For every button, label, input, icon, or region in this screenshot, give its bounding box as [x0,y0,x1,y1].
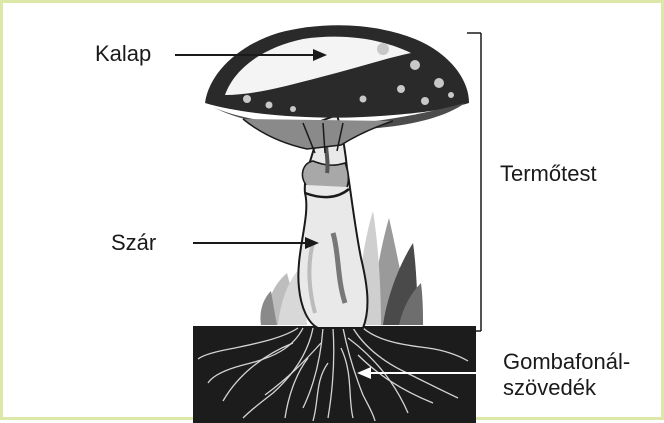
label-gombafonal-line1: Gombafonál- [503,349,630,375]
mushroom-cap [205,25,469,153]
termotest-bracket [467,33,481,331]
soil-block [193,326,476,423]
label-termotest: Termőtest [500,161,597,187]
label-gombafonal-line2: szövedék [503,375,630,401]
label-szar: Szár [111,230,156,256]
label-kalap: Kalap [95,41,151,67]
label-gombafonal-szovedek: Gombafonál- szövedék [503,349,630,402]
